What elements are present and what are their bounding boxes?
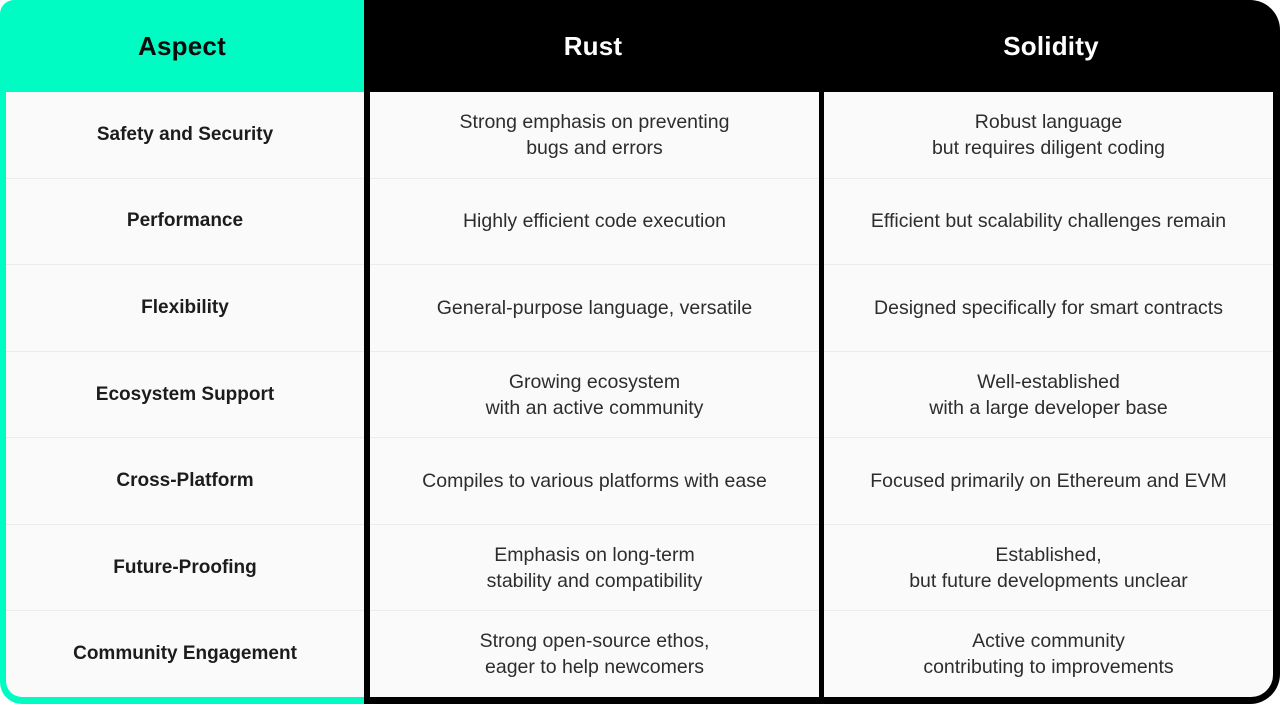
solidity-cell-ecosystem-support: Well-established with a large developer … xyxy=(824,352,1273,439)
column-header-aspect: Aspect xyxy=(0,0,364,92)
aspect-cell-future-proofing: Future-Proofing xyxy=(6,525,364,612)
solidity-cell-cross-platform: Focused primarily on Ethereum and EVM xyxy=(824,438,1273,525)
rust-column-body: Strong emphasis on preventing bugs and e… xyxy=(370,92,819,697)
aspect-column-body: Safety and Security Performance Flexibil… xyxy=(6,92,364,697)
rust-cell-ecosystem-support: Growing ecosystem with an active communi… xyxy=(370,352,819,439)
rust-cell-safety-and-security: Strong emphasis on preventing bugs and e… xyxy=(370,92,819,179)
aspect-cell-flexibility: Flexibility xyxy=(6,265,364,352)
column-header-rust-label: Rust xyxy=(563,30,623,61)
solidity-cell-flexibility: Designed specifically for smart contract… xyxy=(824,265,1273,352)
rust-solidity-panel: Rust Solidity Strong emphasis on prevent… xyxy=(364,0,1280,704)
right-panel-header: Rust Solidity xyxy=(364,0,1280,92)
aspect-cell-community-engagement: Community Engagement xyxy=(73,643,297,665)
solidity-cell-future-proofing: Established, but future developments unc… xyxy=(824,525,1273,612)
solidity-column-body: Robust language but requires diligent co… xyxy=(824,92,1273,697)
aspect-cell-cross-platform: Cross-Platform xyxy=(6,438,364,525)
rust-cell-cross-platform: Compiles to various platforms with ease xyxy=(370,438,819,525)
solidity-cell-performance: Efficient but scalability challenges rem… xyxy=(824,179,1273,266)
column-header-rust: Rust xyxy=(364,0,822,92)
solidity-cell-community-engagement: Active community contributing to improve… xyxy=(923,630,1174,679)
aspect-cell-performance: Performance xyxy=(6,179,364,266)
column-header-solidity: Solidity xyxy=(822,0,1280,92)
rust-cell-future-proofing: Emphasis on long-term stability and comp… xyxy=(370,525,819,612)
aspect-column-panel: Aspect Safety and Security Performance F… xyxy=(0,0,364,704)
aspect-cell-safety-and-security: Safety and Security xyxy=(6,92,364,179)
rust-cell-community-engagement: Strong open-source ethos, eager to help … xyxy=(479,630,710,679)
aspect-cell-ecosystem-support: Ecosystem Support xyxy=(6,352,364,439)
rust-cell-flexibility: General-purpose language, versatile xyxy=(370,265,819,352)
rust-cell-performance: Highly efficient code execution xyxy=(370,179,819,266)
column-header-solidity-label: Solidity xyxy=(1003,30,1099,61)
right-panel-body: Strong emphasis on preventing bugs and e… xyxy=(370,92,1273,697)
column-header-aspect-label: Aspect xyxy=(138,30,226,61)
solidity-cell-safety-and-security: Robust language but requires diligent co… xyxy=(824,92,1273,179)
